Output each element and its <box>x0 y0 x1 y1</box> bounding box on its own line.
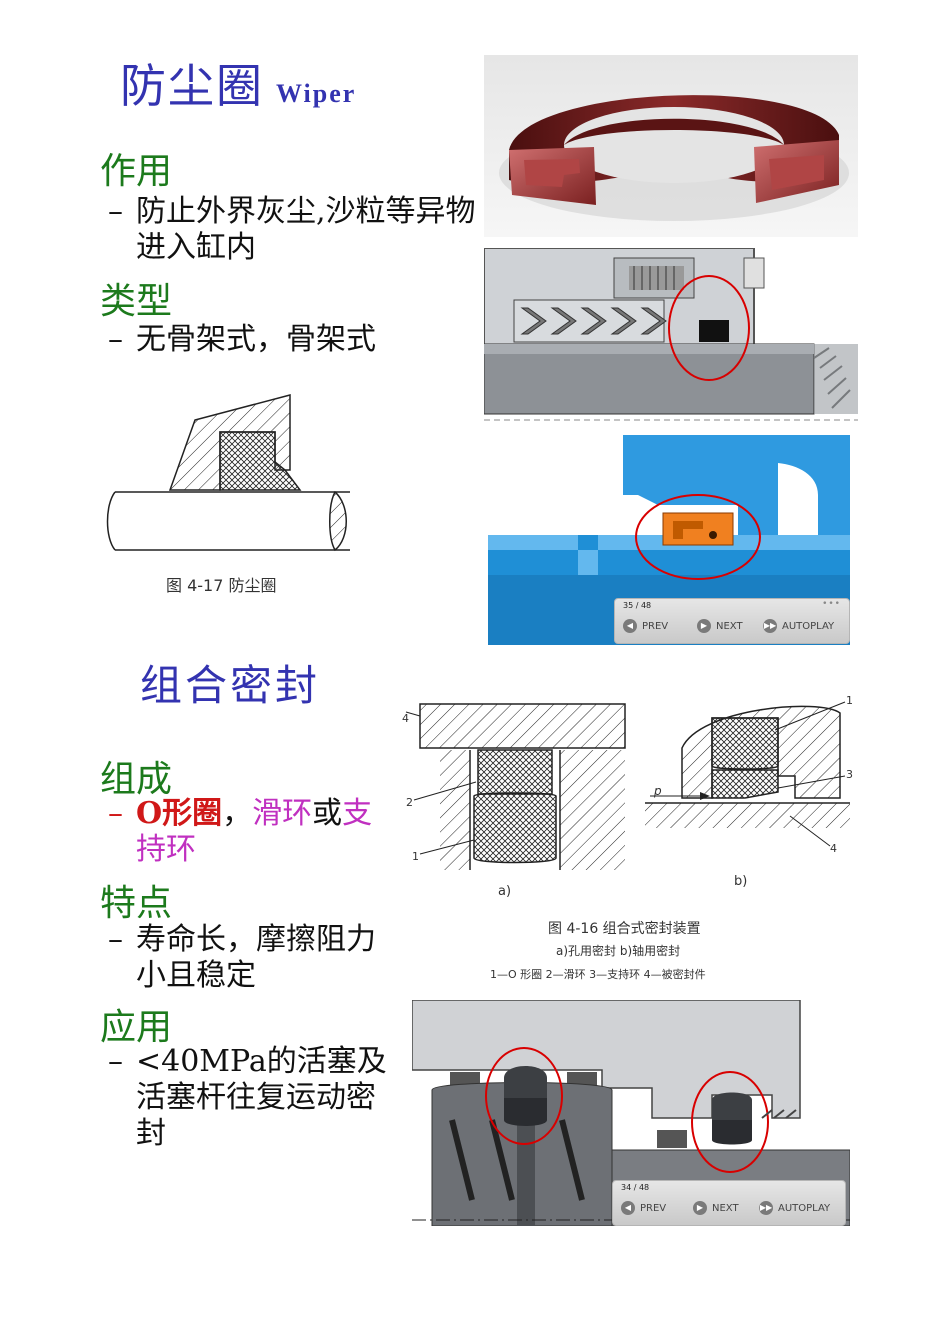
purpose-heading: 作用 <box>100 151 173 192</box>
label-a: a) <box>498 884 512 899</box>
prev-icon: ◀ <box>621 1201 635 1215</box>
callout-1a: 1 <box>412 850 419 863</box>
autoplay-button-2[interactable]: ▶▶AUTOPLAY <box>759 1201 831 1215</box>
purpose-bullet: –防止外界灰尘,沙粒等异物进入缸内 <box>108 194 476 265</box>
callout-4a: 4 <box>402 712 409 725</box>
purpose-text: 防止外界灰尘,沙粒等异物进入缸内 <box>136 194 476 265</box>
label-b: b) <box>734 874 748 889</box>
prev-button-2[interactable]: ◀PREV <box>621 1201 666 1215</box>
autoplay-button[interactable]: ▶▶AUTOPLAY <box>763 619 835 633</box>
callout-2: 2 <box>406 796 413 809</box>
slide-ring-text: 滑环 <box>252 796 313 831</box>
next-icon: ▶ <box>693 1201 707 1215</box>
fig416-subcaption: a)孔用密封 b)轴用密封 <box>556 944 681 958</box>
callout-3: 3 <box>846 768 853 781</box>
type-bullet: –无骨架式，骨架式 <box>108 322 376 357</box>
autoplay-icon: ▶▶ <box>763 619 777 633</box>
composition-heading: 组成 <box>100 759 173 800</box>
menu-dots-icon[interactable]: ••• <box>822 599 841 609</box>
highlight-circle <box>635 494 761 580</box>
feature-text: 寿命长，摩擦阻力小且稳定 <box>136 922 376 993</box>
feature-heading: 特点 <box>100 883 173 924</box>
section2-title: 组合密封 <box>140 661 321 710</box>
highlight-circle <box>485 1047 563 1145</box>
next-icon: ▶ <box>697 619 711 633</box>
slide-player-bar-2: 34 / 48 ◀PREV ▶NEXT ▶▶AUTOPLAY <box>612 1180 846 1226</box>
slide-player-bar: 35 / 48 ••• ◀PREV ▶NEXT ▶▶AUTOPLAY <box>614 598 850 644</box>
pressure-label: p <box>654 784 662 798</box>
slide-counter: 35 / 48 <box>623 601 652 610</box>
fig416-legend: 1—O 形圈 2—滑环 3—支持环 4—被密封件 <box>490 968 706 981</box>
type-heading: 类型 <box>100 281 173 322</box>
support-ring-text: 支持环 <box>136 796 373 867</box>
prev-icon: ◀ <box>623 619 637 633</box>
type-text: 无骨架式，骨架式 <box>136 322 376 357</box>
callout-4b: 4 <box>830 842 837 855</box>
application-bullet: –<40MPa的活塞及活塞杆往复运动密封 <box>108 1044 387 1151</box>
title-en: Wiper <box>276 79 357 108</box>
wiper-section-drawing <box>106 394 350 552</box>
oring-text: O形圈 <box>136 796 223 831</box>
feature-bullet: –寿命长，摩擦阻力小且稳定 <box>108 922 376 993</box>
composition-bullet: –O形圈，滑环或支持环 <box>108 796 373 867</box>
wiper-assembly-image <box>484 248 858 424</box>
application-heading: 应用 <box>100 1007 173 1048</box>
next-button-2[interactable]: ▶NEXT <box>693 1201 739 1215</box>
callout-1b: 1 <box>846 694 853 707</box>
highlight-circle <box>668 275 750 381</box>
highlight-circle <box>691 1071 769 1173</box>
prev-button[interactable]: ◀PREV <box>623 619 668 633</box>
next-button[interactable]: ▶NEXT <box>697 619 743 633</box>
slide-counter-2: 34 / 48 <box>621 1183 650 1192</box>
fig416-caption: 图 4-16 组合式密封装置 <box>548 921 701 937</box>
wiper-3d-image <box>484 55 858 237</box>
fig417-caption: 图 4-17 防尘圈 <box>166 576 277 595</box>
section1-title: 防尘圈 Wiper <box>120 50 356 116</box>
autoplay-icon: ▶▶ <box>759 1201 773 1215</box>
application-text: <40MPa的活塞及活塞杆往复运动密封 <box>136 1044 387 1151</box>
title-cn: 防尘圈 <box>120 59 264 113</box>
combined-seal-drawing <box>405 701 850 870</box>
